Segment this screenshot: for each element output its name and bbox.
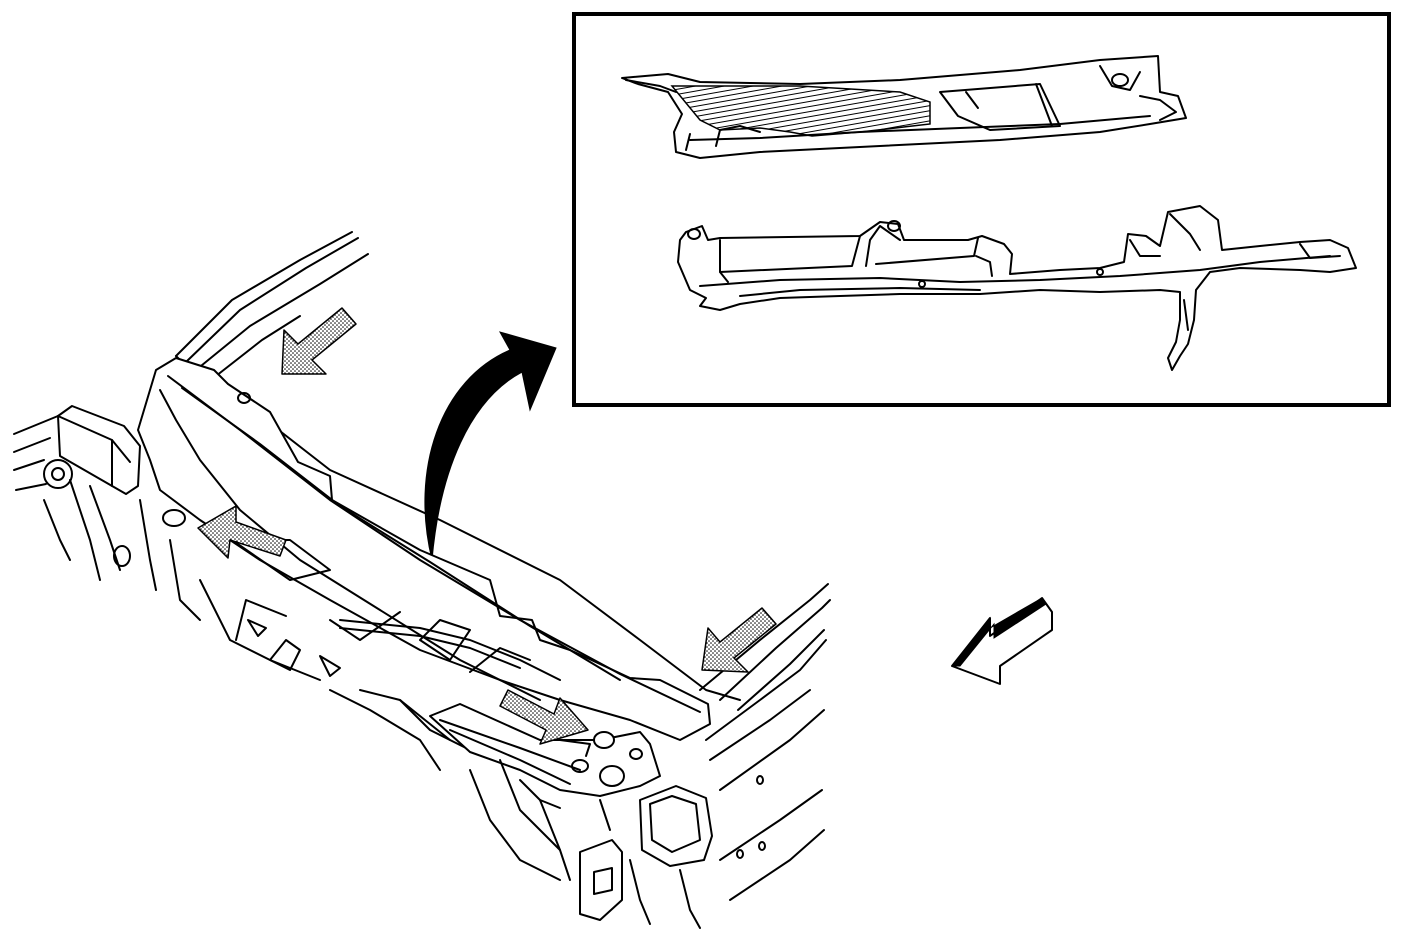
curved-callout-arrow xyxy=(424,331,557,561)
vehicle-cowl-assembly xyxy=(13,231,831,929)
locator-arrow-4 xyxy=(499,689,589,745)
locator-arrow-2 xyxy=(197,505,287,559)
locator-arrow-1 xyxy=(281,307,357,375)
locator-arrow-3 xyxy=(701,607,777,673)
inset-grille-panel xyxy=(621,55,1187,159)
view-direction-arrow xyxy=(950,597,1053,685)
inset-harness xyxy=(677,205,1357,371)
